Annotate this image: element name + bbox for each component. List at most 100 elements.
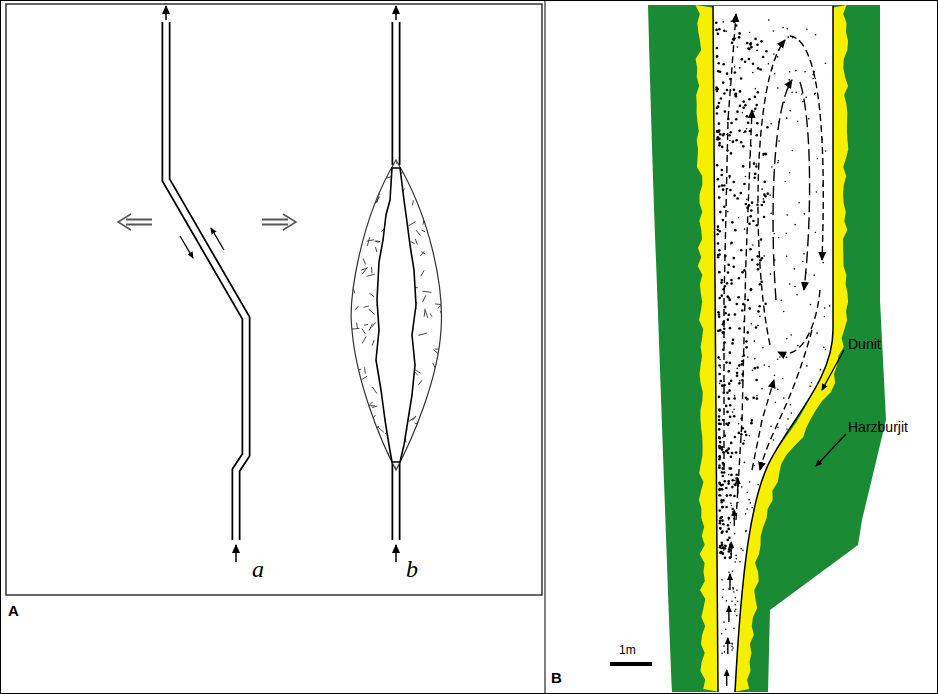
crystal-dot — [741, 58, 744, 61]
crystal-dot — [726, 282, 729, 285]
crystal-dot — [722, 489, 724, 491]
crystal-dot — [746, 115, 749, 118]
crystal-dot — [756, 263, 759, 266]
crystal-dot — [719, 441, 722, 444]
crystal-dot — [751, 201, 754, 204]
crystal-dot — [794, 268, 796, 270]
crystal-dot — [734, 484, 737, 487]
crystal-dot — [732, 647, 734, 649]
crystal-dot — [731, 41, 734, 44]
crystal-dot — [718, 509, 721, 512]
crystal-dot — [796, 294, 798, 296]
crystal-stroke — [388, 453, 390, 457]
crystal-dot — [723, 645, 725, 647]
crystal-dot — [731, 649, 733, 651]
crystal-dot — [808, 118, 810, 120]
crystal-dot — [797, 120, 799, 122]
crystal-stroke — [366, 173, 372, 179]
crystal-dot — [717, 356, 720, 359]
crystal-dot — [730, 122, 733, 125]
crystal-dot — [725, 423, 728, 426]
crystal-dot — [783, 397, 785, 399]
crystal-dot — [742, 549, 744, 551]
crystal-dot — [721, 506, 724, 509]
crystal-dot — [730, 243, 732, 245]
crystal-dot — [750, 502, 752, 504]
crystal-dot — [716, 228, 719, 231]
figure-frame — [6, 4, 542, 595]
crystal-dot — [738, 129, 741, 132]
crystal-dot — [778, 140, 780, 142]
crystal-dot — [757, 67, 760, 70]
crystal-stroke — [425, 413, 426, 421]
crystal-stroke — [356, 235, 357, 243]
crystal-stroke — [374, 181, 381, 185]
crystal-stroke — [433, 350, 439, 355]
crystal-dot — [718, 488, 721, 491]
crystal-stroke — [436, 403, 440, 411]
crystal-dot — [717, 225, 720, 228]
crystal-dot — [754, 38, 757, 41]
crystal-dot — [729, 298, 731, 300]
crystal-stroke — [360, 162, 364, 166]
crystal-stroke — [349, 277, 351, 281]
crystal-dot — [736, 110, 739, 113]
crystal-dot — [731, 645, 733, 647]
crystal-dot — [732, 257, 735, 260]
crystal-dot — [738, 423, 740, 425]
crystal-stroke — [411, 166, 419, 169]
crystal-dot — [732, 643, 734, 645]
crystal-dot — [739, 105, 742, 108]
crystal-texture — [349, 162, 444, 471]
crystal-dot — [732, 411, 734, 413]
figure-letter: b — [406, 556, 418, 583]
crystal-dot — [747, 492, 749, 494]
pull-apart-lens — [349, 6, 444, 562]
crystal-stroke — [371, 267, 372, 273]
crystal-stroke — [357, 435, 361, 443]
crystal-dot — [805, 96, 807, 98]
crystal-stroke — [418, 380, 421, 385]
crystal-dot — [806, 28, 808, 30]
crystal-dot — [763, 364, 765, 366]
crystal-dot — [781, 299, 783, 301]
crystal-dot — [765, 50, 768, 53]
dike-wall — [392, 22, 401, 165]
crystal-dot — [822, 262, 824, 264]
crystal-dot — [756, 163, 758, 165]
crystal-stroke — [357, 201, 361, 203]
crystal-stroke — [350, 421, 352, 429]
crystal-dot — [812, 78, 814, 80]
crystal-dot — [755, 326, 758, 329]
crystal-dot — [771, 166, 773, 168]
crystal-stroke — [371, 440, 375, 447]
crystal-dot — [763, 193, 766, 196]
crystal-dot — [730, 242, 733, 245]
crystal-dot — [787, 418, 789, 420]
crystal-dot — [718, 494, 721, 497]
crystal-stroke — [420, 252, 424, 256]
crystal-dot — [729, 327, 732, 330]
crystal-dot — [748, 48, 751, 51]
crystal-stroke — [375, 197, 379, 204]
crystal-dot — [729, 140, 731, 142]
crystal-stroke — [409, 416, 416, 421]
crystal-dot — [727, 482, 730, 485]
crystal-dot — [786, 214, 788, 216]
crystal-dot — [752, 370, 754, 372]
crystal-dot — [754, 173, 757, 176]
crystal-dot — [736, 374, 739, 377]
crystal-stroke — [362, 328, 365, 333]
crystal-stroke — [428, 226, 434, 228]
crystal-dot — [733, 484, 735, 486]
crystal-dot — [753, 367, 756, 370]
crystal-dot — [757, 310, 760, 313]
crystal-dot — [763, 181, 766, 184]
crystal-dot — [720, 294, 723, 297]
crystal-dot — [733, 591, 735, 593]
crystal-dot — [735, 451, 738, 454]
flow-line — [752, 380, 774, 470]
crystal-dot — [727, 528, 730, 531]
flow-line — [760, 330, 812, 470]
crystal-dot — [744, 462, 746, 464]
